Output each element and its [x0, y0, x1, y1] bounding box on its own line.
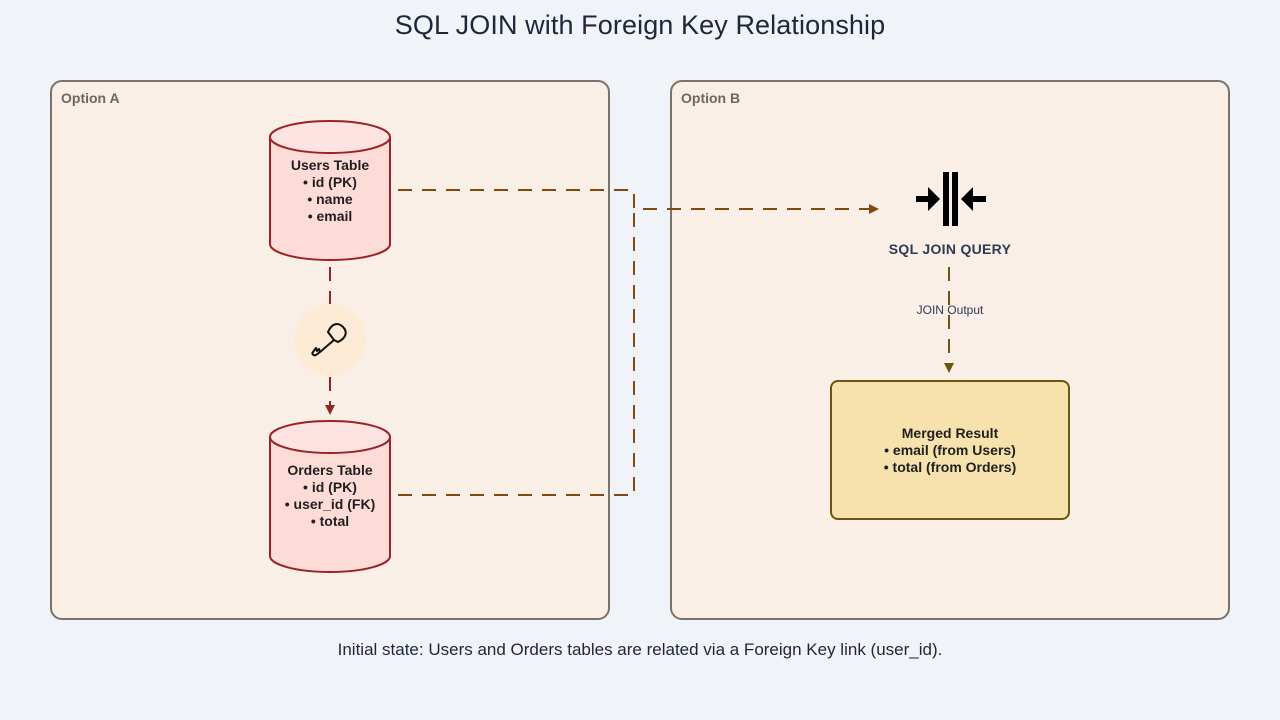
users-field: • id (PK) — [303, 174, 357, 190]
diagram-title: SQL JOIN with Foreign Key Relationship — [394, 10, 886, 40]
orders-field: • user_id (FK) — [284, 496, 376, 512]
users-field: • email — [307, 208, 353, 224]
panel-label-option-b: Option B — [681, 90, 741, 106]
merged-result-label: Merged Result • email (from Users) • tot… — [830, 425, 1070, 476]
diagram-caption: Initial state: Users and Orders tables a… — [337, 640, 943, 659]
orders-field: • total — [310, 513, 350, 529]
merged-result-node[interactable] — [830, 380, 1070, 520]
join-output-edge-label: JOIN Output — [916, 303, 984, 317]
users-field: • name — [307, 191, 353, 207]
orders-table-label: Orders Table • id (PK) • user_id (FK) • … — [262, 462, 398, 530]
key-node-background — [294, 304, 366, 376]
panel-label-option-a: Option A — [61, 90, 120, 106]
users-table-label: Users Table • id (PK) • name • email — [270, 157, 390, 225]
orders-table-title: Orders Table — [287, 462, 373, 478]
orders-field: • id (PK) — [303, 479, 357, 495]
merged-field: • email (from Users) — [884, 442, 1016, 458]
merged-field: • total (from Orders) — [883, 459, 1017, 475]
merged-result-title: Merged Result — [901, 425, 999, 441]
join-query-label: SQL JOIN QUERY — [888, 241, 1012, 257]
panel-option-b: Option B — [670, 80, 1230, 620]
users-table-title: Users Table — [290, 157, 370, 173]
